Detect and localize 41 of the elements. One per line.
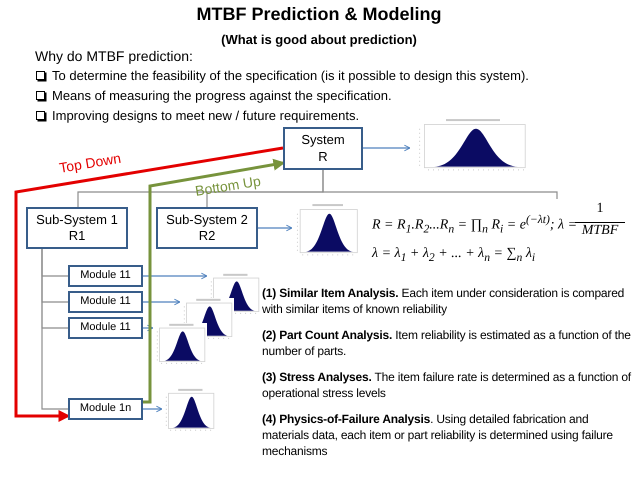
box-label: Sub-System 1 R1: [35, 212, 119, 244]
box-label: Module 1n: [80, 402, 132, 416]
module-box: [68, 265, 143, 287]
fraction-denominator: MTBF: [575, 222, 625, 239]
module-box: [68, 317, 143, 339]
method-description: (2) Part Count Analysis. Item reliability is estimated as a function of the number of parts.: [262, 327, 632, 359]
arrow: [143, 324, 154, 332]
process-arrow: [14, 146, 284, 422]
subsystem-box: [26, 207, 128, 249]
subtitle: (What is good about prediction): [220, 32, 418, 47]
histogram-plot: [153, 323, 207, 365]
process-arrow: [143, 158, 286, 404]
arrow: [143, 406, 162, 412]
system-box: [283, 127, 363, 170]
bullet-text: Means of measuring the progress against the specification.: [52, 88, 392, 103]
method-description: (1) Similar Item Analysis. Each item under consideration is compared with similar items of known reliability: [262, 285, 626, 317]
method-description: (4) Physics-of-Failure Analysis. Using detailed fabrication and materials data, each item or part reliability is determined using failure mechanisms: [262, 411, 614, 459]
arrow: [143, 298, 180, 306]
box-label: Module 11: [80, 269, 131, 283]
connector-line: [41, 249, 68, 410]
bullet-text: To determine the feasibility of the specification (is it possible to design this system).: [52, 68, 529, 83]
module-box: [68, 398, 143, 420]
edge-label: Top Down: [58, 150, 122, 176]
module-box: [68, 291, 143, 313]
edge-label: Bottom Up: [194, 172, 262, 199]
arrow: [363, 144, 410, 152]
box-label: Module 11: [80, 295, 131, 309]
box-label: System R: [300, 132, 346, 165]
slide-title: MTBF Prediction & Modeling: [196, 4, 442, 25]
arrow: [143, 272, 208, 280]
method-description: (3) Stress Analyses. The item failure rate is determined as a function of operational stress levels: [262, 369, 632, 401]
bullet-text: Improving designs to meet new / future requirements.: [52, 108, 360, 123]
box-label: Sub-System 2 R2: [165, 212, 249, 244]
subsystem-box: [156, 207, 258, 249]
connector-line: [322, 170, 558, 199]
formula: λ = λ$_{1}$ + λ$_{2}$ + ... + λ$_{n}$ = ∑$_{n}$ λ$_{i}$: [372, 246, 536, 264]
intro-text: Why do MTBF prediction:: [35, 48, 193, 64]
box-label: Module 11: [80, 321, 131, 335]
arrow: [258, 224, 292, 232]
fraction-numerator: 1: [596, 201, 604, 217]
formula: R = R$_{1}$.R$_{2}$...R$_{n}$ = ∏$_{n}$ R$_{i}$ = e$^{(−λt)}$; λ =: [372, 213, 578, 236]
